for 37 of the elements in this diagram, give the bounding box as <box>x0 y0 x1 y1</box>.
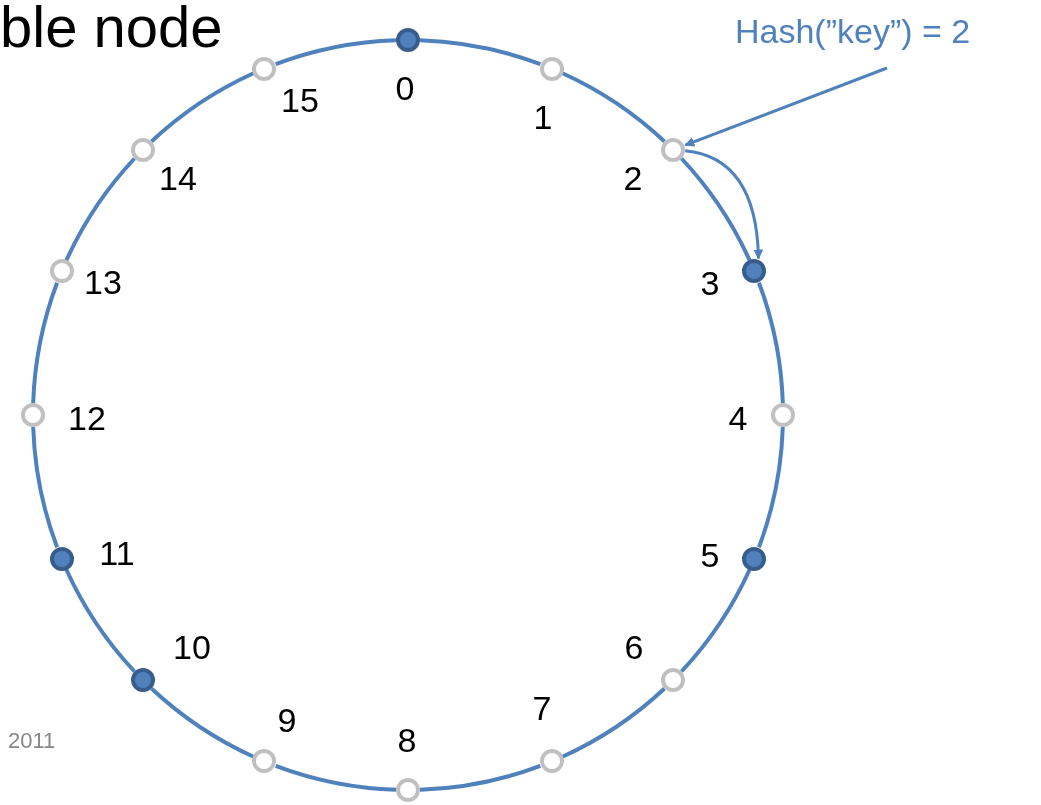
node-number: 15 <box>281 83 319 117</box>
ring-arc <box>275 38 397 66</box>
node-number: 1 <box>533 100 553 134</box>
node-number: 13 <box>84 265 122 299</box>
annotation-text: Hash(”key”) = 2 <box>735 14 971 48</box>
ring-arc <box>680 157 752 262</box>
node-number: 8 <box>397 723 417 757</box>
node-number: 7 <box>532 691 552 725</box>
title: ble node <box>0 0 223 56</box>
curved-arrow <box>684 149 764 260</box>
ring-arc <box>31 282 59 404</box>
node-number: 14 <box>159 161 197 195</box>
ring-arc <box>64 568 136 673</box>
ring-arc <box>680 568 752 673</box>
node-number: 10 <box>173 630 211 664</box>
ring-arc <box>64 157 136 262</box>
node-number: 11 <box>99 536 135 570</box>
node-number: 12 <box>68 401 106 435</box>
node-number: 4 <box>728 401 748 435</box>
ring-arc <box>150 71 255 143</box>
ring-arc <box>561 687 666 759</box>
ring-arc <box>757 282 785 404</box>
node-number: 0 <box>395 71 415 105</box>
ring-arc <box>757 426 785 548</box>
ring-arc <box>150 687 255 759</box>
ring-arc <box>275 764 397 792</box>
ring-arc <box>561 71 666 143</box>
year-label: 2011 <box>8 730 56 752</box>
node-number: 2 <box>623 161 643 195</box>
ring-arc <box>419 38 541 66</box>
ring-arc <box>31 426 59 548</box>
node-number: 3 <box>700 266 720 300</box>
node-number: 5 <box>700 538 720 572</box>
node-number: 9 <box>277 703 297 737</box>
leader-arrow <box>684 66 888 147</box>
node-number: 6 <box>624 630 644 664</box>
ring-arc <box>419 764 541 792</box>
